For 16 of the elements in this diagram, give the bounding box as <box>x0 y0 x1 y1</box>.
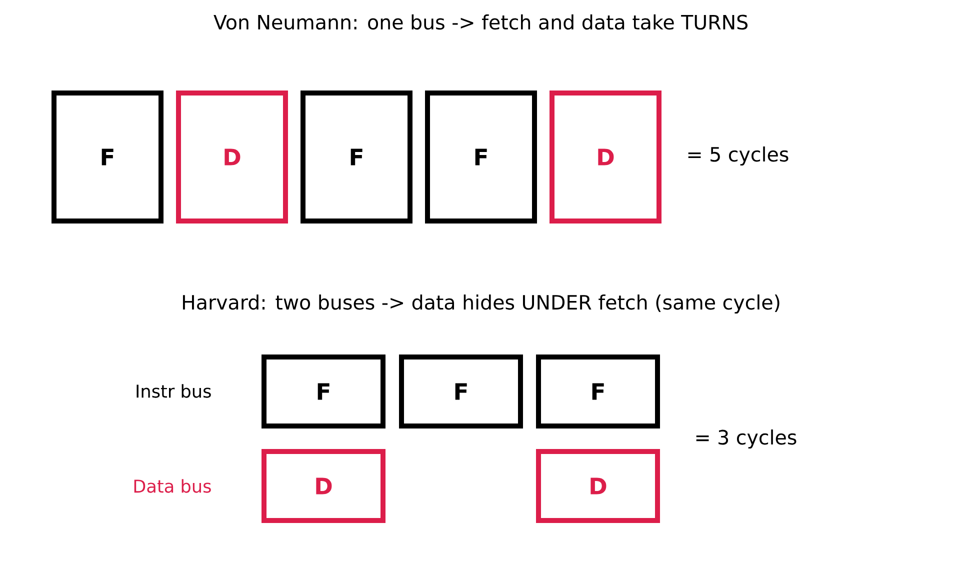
cycle-box: F <box>52 90 164 224</box>
cycle-box: D <box>536 449 660 523</box>
cycle-count: = 5 cycles <box>688 146 788 166</box>
cycle-count: = 3 cycles <box>696 429 796 449</box>
cycle-box: D <box>262 449 386 523</box>
cycle-box: F <box>262 354 386 428</box>
row-label: Instr bus <box>136 384 211 398</box>
heading: Von Neumann: one bus -> fetch and data take TURNS <box>214 14 748 30</box>
cycle-box: F <box>399 354 523 428</box>
cycle-box: F <box>300 90 412 224</box>
cycle-box: D <box>176 90 288 224</box>
cycle-box: D <box>550 90 662 224</box>
cycle-box: F <box>425 90 537 224</box>
cycle-box: F <box>536 354 660 428</box>
heading: Harvard: two buses -> data hides UNDER fetch (same cycle) <box>183 294 780 314</box>
row-label: Data bus <box>134 479 211 493</box>
